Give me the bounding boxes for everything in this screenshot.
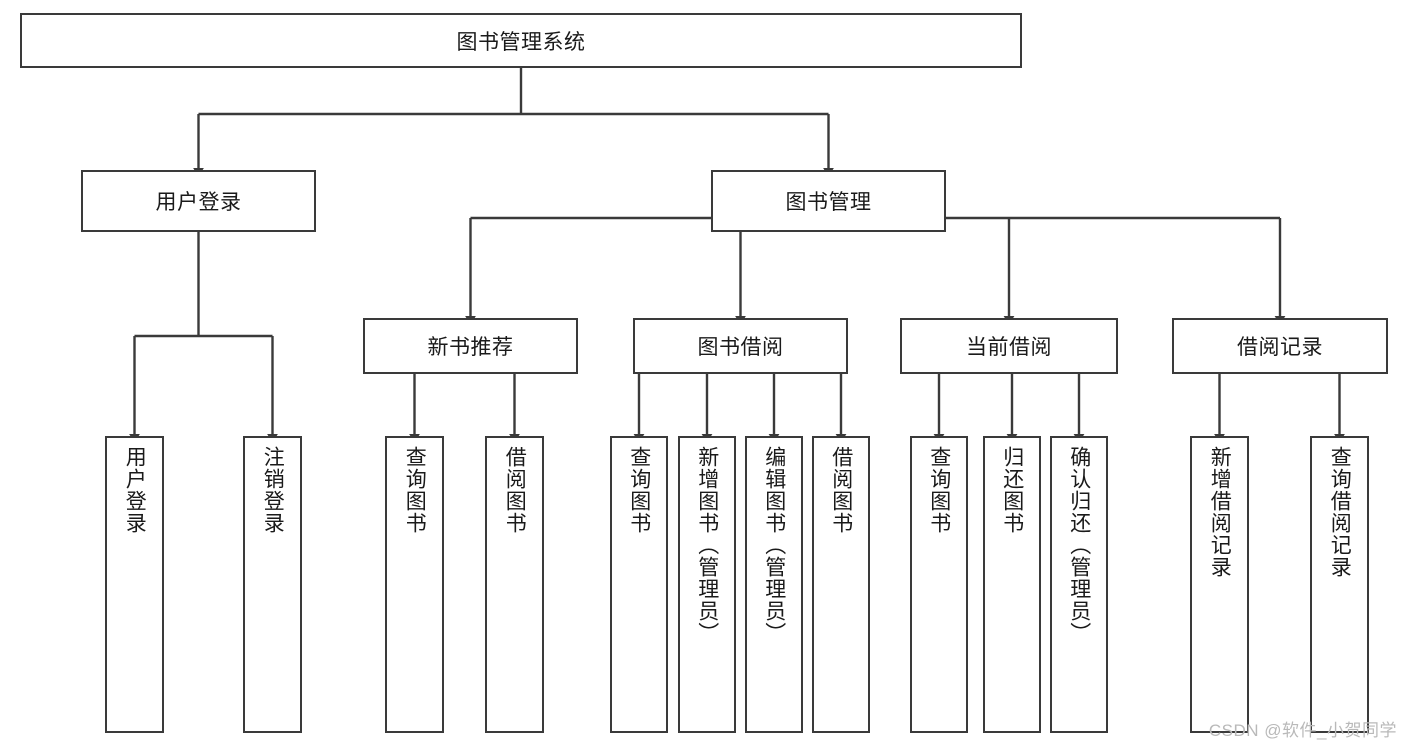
node-leaf-user-login[interactable]: 用户登录 [105, 436, 164, 733]
node-current-borrow[interactable]: 当前借阅 [900, 318, 1118, 374]
csdn-watermark: CSDN @软件_小贺同学 [1208, 721, 1397, 740]
node-leaf-query-book-rec[interactable]: 查询图书 [385, 436, 444, 733]
node-leaf-query-book-cur-label: 查询图书 [927, 446, 951, 534]
node-leaf-query-record-label: 查询借阅记录 [1328, 446, 1352, 578]
node-leaf-borrow-book-rec-label: 借阅图书 [503, 446, 527, 534]
node-leaf-borrow-book-rec[interactable]: 借阅图书 [485, 436, 544, 733]
node-leaf-query-record[interactable]: 查询借阅记录 [1310, 436, 1369, 733]
node-leaf-return-book-label: 归还图书 [1000, 446, 1024, 534]
node-leaf-add-book-label: 新增图书（管理员） [695, 446, 719, 644]
node-leaf-edit-book-label: 编辑图书（管理员） [762, 446, 786, 644]
node-leaf-borrow-book-label: 借阅图书 [829, 446, 853, 534]
node-leaf-confirm-return[interactable]: 确认归还（管理员） [1050, 436, 1108, 733]
node-book-borrow-label: 图书借阅 [697, 336, 784, 359]
node-user-login[interactable]: 用户登录 [81, 170, 316, 232]
node-user-login-label: 用户登录 [155, 191, 242, 214]
node-leaf-query-book-cur[interactable]: 查询图书 [910, 436, 968, 733]
node-root-label: 图书管理系统 [456, 30, 586, 54]
node-leaf-edit-book[interactable]: 编辑图书（管理员） [745, 436, 803, 733]
node-leaf-return-book[interactable]: 归还图书 [983, 436, 1041, 733]
node-leaf-add-record-label: 新增借阅记录 [1208, 446, 1232, 578]
node-borrow-record[interactable]: 借阅记录 [1172, 318, 1388, 374]
node-book-borrow[interactable]: 图书借阅 [633, 318, 848, 374]
node-leaf-add-book[interactable]: 新增图书（管理员） [678, 436, 736, 733]
node-leaf-query-book-borrow[interactable]: 查询图书 [610, 436, 668, 733]
node-leaf-borrow-book[interactable]: 借阅图书 [812, 436, 870, 733]
node-new-book-recommend[interactable]: 新书推荐 [363, 318, 578, 374]
node-current-borrow-label: 当前借阅 [966, 336, 1052, 359]
node-book-manage[interactable]: 图书管理 [711, 170, 946, 232]
node-new-book-recommend-label: 新书推荐 [427, 336, 514, 359]
node-leaf-logout[interactable]: 注销登录 [243, 436, 302, 733]
node-book-manage-label: 图书管理 [785, 191, 872, 214]
node-leaf-query-book-borrow-label: 查询图书 [627, 446, 651, 534]
node-borrow-record-label: 借阅记录 [1237, 336, 1323, 359]
node-leaf-logout-label: 注销登录 [261, 446, 285, 534]
node-leaf-user-login-label: 用户登录 [123, 446, 147, 534]
node-leaf-confirm-return-label: 确认归还（管理员） [1067, 446, 1091, 644]
node-leaf-add-record[interactable]: 新增借阅记录 [1190, 436, 1249, 733]
node-root[interactable]: 图书管理系统 [20, 13, 1022, 68]
node-leaf-query-book-rec-label: 查询图书 [403, 446, 427, 534]
